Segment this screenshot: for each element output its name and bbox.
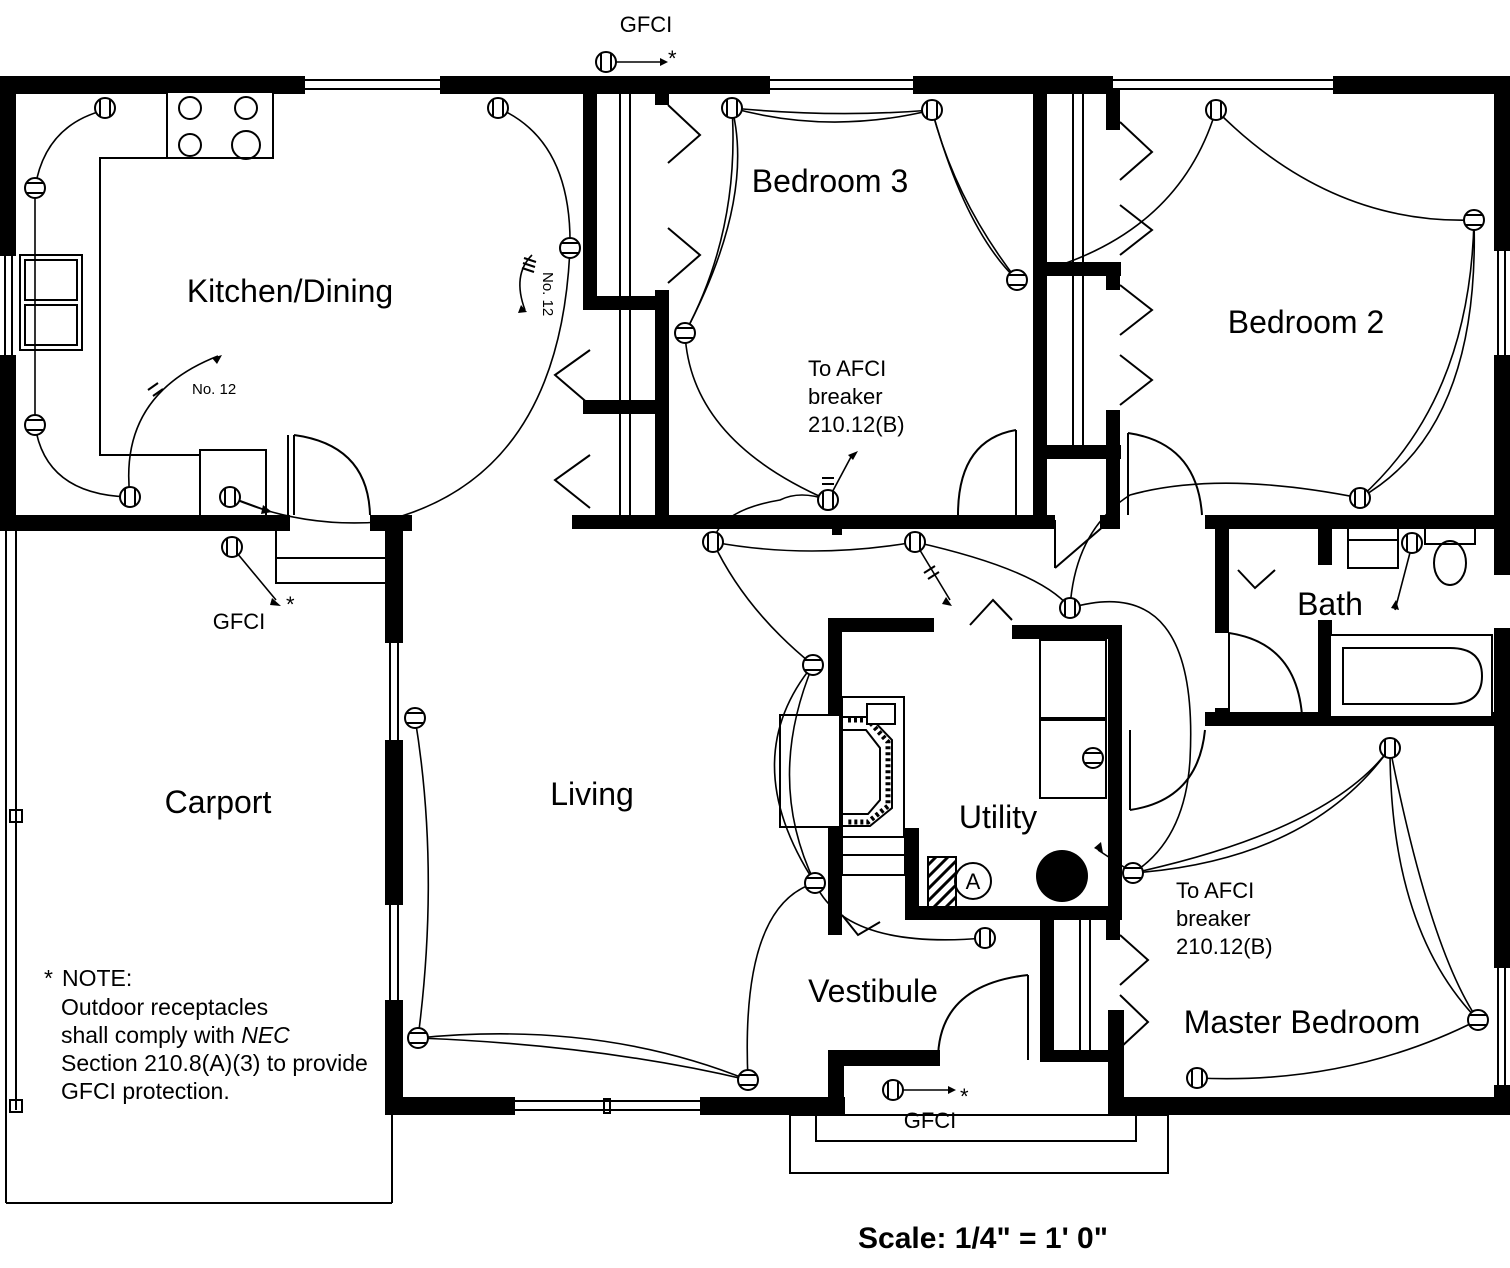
receptacle-symbol: [119, 486, 141, 508]
asterisk-mark: *: [960, 1084, 969, 1109]
gfci-label-carport: GFCI: [213, 609, 266, 634]
gfci-label-front: GFCI: [904, 1108, 957, 1133]
afci-note-utility: To AFCI breaker 210.12(B): [1176, 878, 1273, 959]
receptacle-symbol: [219, 486, 241, 508]
scale-label: Scale: 1/4" = 1' 0": [858, 1222, 1108, 1255]
receptacle-symbol: [802, 654, 824, 676]
receptacle-symbol: [407, 1027, 429, 1049]
receptacle-symbol: [804, 872, 826, 894]
asterisk-mark: *: [286, 592, 295, 617]
room-label-bedroom2: Bedroom 2: [1228, 304, 1385, 340]
note-asterisk: *: [44, 965, 53, 991]
carport-outline: [5, 531, 393, 1204]
afci-line: To AFCI: [808, 356, 886, 381]
note-line-text: shall comply with: [61, 1022, 241, 1048]
bath-fixtures: [1329, 527, 1493, 718]
kitchen-fixtures: [19, 91, 274, 517]
interior-walls: [572, 90, 1510, 1062]
receptacle-symbol: [1059, 597, 1081, 619]
receptacle-symbol: [737, 1069, 759, 1091]
receptacle-symbol: [404, 707, 426, 729]
circuit-wiring: [34, 107, 1479, 1081]
receptacle-symbol: [1205, 99, 1227, 121]
receptacle-symbol: [221, 536, 243, 558]
afci-note-bedroom3: To AFCI breaker 210.12(B): [808, 356, 905, 437]
room-labels: Kitchen/Dining Bedroom 3 Bedroom 2 Bath …: [165, 163, 1421, 1040]
note-line: Outdoor receptacles: [61, 994, 268, 1020]
doors: [287, 104, 1303, 1061]
room-label-carport: Carport: [165, 784, 272, 820]
receptacle-symbol: [1401, 532, 1423, 554]
receptacle-symbol: [1349, 487, 1371, 509]
receptacle-symbol: [882, 1079, 904, 1101]
room-label-living: Living: [550, 776, 634, 812]
room-label-utility: Utility: [959, 799, 1037, 835]
receptacle-symbol: [94, 97, 116, 119]
afci-line: breaker: [808, 384, 883, 409]
receptacle-symbol: [674, 322, 696, 344]
receptacle-symbol: [702, 531, 724, 553]
note-line: GFCI protection.: [61, 1078, 230, 1104]
afci-line: breaker: [1176, 906, 1251, 931]
gfci-label-top: GFCI: [620, 12, 673, 37]
receptacle-symbol: [904, 531, 926, 553]
receptacle-symbol: [1467, 1009, 1489, 1031]
room-label-master-bedroom: Master Bedroom: [1184, 1004, 1421, 1040]
receptacle-symbol: [559, 237, 581, 259]
room-label-bath: Bath: [1297, 586, 1363, 622]
receptacle-symbol: [1082, 747, 1104, 769]
asterisk-mark: *: [668, 46, 677, 71]
receptacle-symbol: [1463, 209, 1485, 231]
receptacle-symbol: [817, 489, 839, 511]
annotations: GFCI * GFCI * GFCI * No. 12 No. 12 A To …: [192, 12, 1273, 1133]
hash-marks: [147, 257, 940, 580]
afci-line: 210.12(B): [1176, 934, 1273, 959]
room-label-kitchen: Kitchen/Dining: [187, 273, 393, 309]
wire-size-label-rotated: No. 12: [539, 272, 556, 316]
note-line: Section 210.8(A)(3) to provide: [61, 1050, 368, 1076]
receptacle-symbol: [24, 177, 46, 199]
receptacle-symbol: [974, 927, 996, 949]
nec-reference: NEC: [241, 1022, 290, 1048]
receptacle-symbol: [595, 51, 617, 73]
receptacle-symbol: [1122, 862, 1144, 884]
room-label-bedroom3: Bedroom 3: [752, 163, 909, 199]
appliance-a-label: A: [966, 869, 981, 894]
receptacle-symbol: [1186, 1067, 1208, 1089]
room-label-vestibule: Vestibule: [808, 973, 938, 1009]
note-title: NOTE:: [62, 965, 132, 991]
receptacle-symbol: [1006, 269, 1028, 291]
afci-line: 210.12(B): [808, 412, 905, 437]
note-block: * NOTE: Outdoor receptacles shall comply…: [44, 965, 368, 1104]
receptacle-symbol: [721, 97, 743, 119]
afci-line: To AFCI: [1176, 878, 1254, 903]
receptacles: [24, 51, 1489, 1101]
receptacle-symbol: [487, 97, 509, 119]
receptacle-symbol: [24, 414, 46, 436]
note-line: shall comply with NEC: [61, 1022, 290, 1048]
receptacle-symbol: [1379, 737, 1401, 759]
utility-fixtures: [779, 639, 1107, 909]
receptacle-symbol: [921, 99, 943, 121]
wire-size-label: No. 12: [192, 381, 236, 398]
